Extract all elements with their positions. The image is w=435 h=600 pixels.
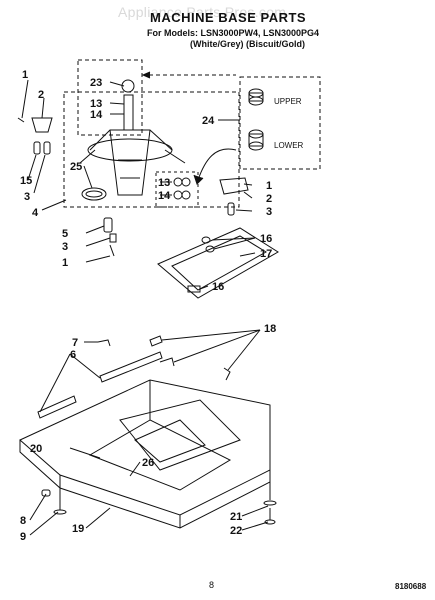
- callout: 13: [158, 177, 170, 189]
- callout: 3: [24, 191, 30, 203]
- callout: 26: [142, 457, 154, 469]
- callout: 18: [264, 323, 276, 335]
- callout: 4: [32, 207, 39, 219]
- callout: 3: [62, 241, 68, 253]
- upper-parts-frame: [77, 59, 143, 136]
- callout: 24: [202, 115, 215, 127]
- callout: 1: [62, 257, 68, 269]
- watermark: Appliance Parts Pros.com: [118, 4, 287, 20]
- callout: 20: [30, 443, 42, 455]
- page-number: 8: [209, 580, 215, 590]
- models-line: For Models: LSN3000PW4, LSN3000PG4: [147, 28, 320, 38]
- gearcase-frame: [63, 91, 240, 208]
- callout: 25: [70, 161, 82, 173]
- callout: 3: [266, 206, 272, 218]
- callout: 16: [212, 281, 224, 293]
- callout: 23: [90, 77, 102, 89]
- callout: 7: [72, 337, 78, 349]
- cam-panel: [239, 76, 321, 170]
- doc-number: 8180688: [395, 582, 427, 591]
- callout: 9: [20, 531, 26, 543]
- colors-line: (White/Grey) (Biscuit/Gold): [190, 39, 306, 49]
- callout: 15: [20, 175, 32, 187]
- callout: 8: [20, 515, 26, 527]
- page-title: MACHINE BASE PARTS: [150, 10, 307, 25]
- lower-label: LOWER: [274, 141, 304, 150]
- callout: 17: [260, 248, 272, 260]
- callout: 22: [230, 525, 242, 537]
- callout: 21: [230, 511, 242, 523]
- callout: 1: [266, 180, 272, 192]
- callout: 6: [70, 349, 76, 361]
- upper-label: UPPER: [274, 97, 302, 106]
- callout: 14: [158, 190, 171, 202]
- callout: 16: [260, 233, 272, 245]
- callout: 14: [90, 109, 103, 121]
- callout: 19: [72, 523, 84, 535]
- callout: 2: [38, 89, 44, 101]
- callout: 2: [266, 193, 272, 205]
- callout: 5: [62, 228, 68, 240]
- callout: 13: [90, 98, 102, 110]
- callout: 1: [22, 69, 28, 81]
